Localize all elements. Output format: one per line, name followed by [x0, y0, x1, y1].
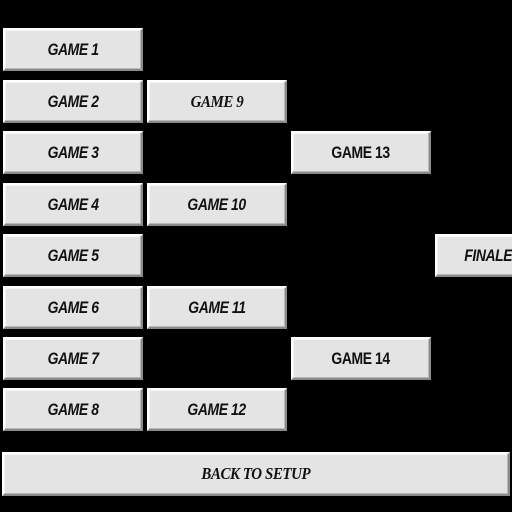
- game-9-button[interactable]: GAME 9: [147, 80, 287, 123]
- game-1-button[interactable]: GAME 1: [3, 28, 143, 71]
- finale-button[interactable]: FINALE: [435, 234, 512, 277]
- game-8-button[interactable]: GAME 8: [3, 388, 143, 431]
- game-13-button[interactable]: GAME 13: [291, 131, 431, 174]
- game-4-button[interactable]: GAME 4: [3, 183, 143, 226]
- game-14-button[interactable]: GAME 14: [291, 337, 431, 380]
- game-12-button[interactable]: GAME 12: [147, 388, 287, 431]
- game-10-button[interactable]: GAME 10: [147, 183, 287, 226]
- back-to-setup-button[interactable]: BACK TO SETUP: [2, 452, 510, 496]
- game-11-button[interactable]: GAME 11: [147, 286, 287, 329]
- game-6-button[interactable]: GAME 6: [3, 286, 143, 329]
- game-2-button[interactable]: GAME 2: [3, 80, 143, 123]
- game-5-button[interactable]: GAME 5: [3, 234, 143, 277]
- game-3-button[interactable]: GAME 3: [3, 131, 143, 174]
- game-7-button[interactable]: GAME 7: [3, 337, 143, 380]
